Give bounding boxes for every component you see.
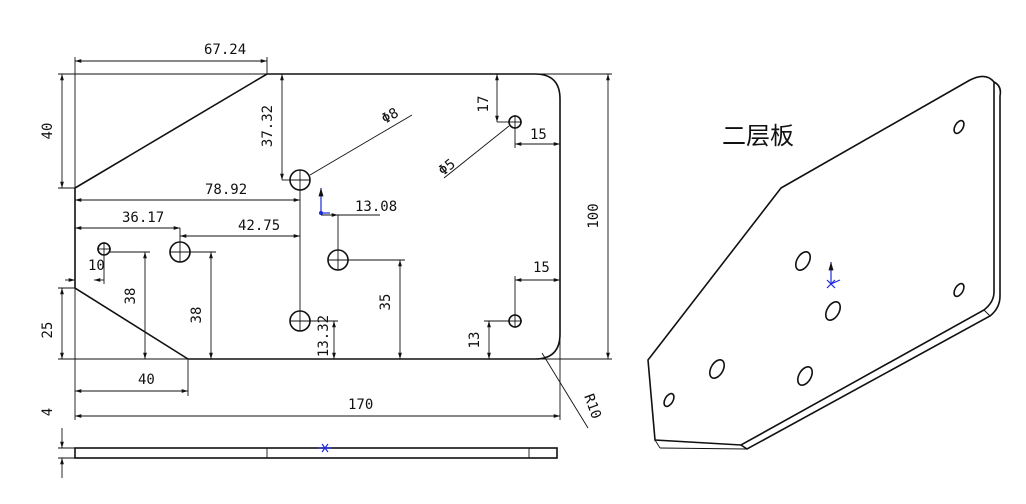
dim-17: 17 [476, 96, 492, 113]
dim-42-75: 42.75 [238, 218, 280, 234]
dim-37-32: 37.32 [260, 105, 276, 147]
hole-d5-bottom-right [508, 314, 522, 328]
dim-dia-8: Φ8 [379, 105, 402, 127]
origin-axis-icon [318, 188, 330, 215]
dim-15-top: 15 [530, 127, 547, 143]
isometric-view: 二层板 [647, 75, 1002, 450]
dim-38-a: 38 [123, 288, 139, 305]
dim-13-08: 13.08 [355, 199, 397, 215]
dim-25: 25 [40, 322, 56, 339]
dim-13: 13 [467, 332, 483, 349]
hole-d5-top-right [508, 115, 522, 129]
dim-dia-5: Φ5 [436, 156, 459, 179]
dim-170: 170 [348, 397, 373, 413]
hole-d5-left [97, 242, 111, 256]
drawing-title: 二层板 [722, 122, 794, 150]
dim-35: 35 [378, 294, 394, 311]
dim-15-right: 15 [533, 260, 550, 276]
dim-38-b: 38 [189, 307, 205, 324]
side-axis-icon [318, 443, 332, 453]
dim-40-left: 40 [40, 123, 56, 140]
iso-axis-icon [826, 262, 841, 289]
dim-thickness-4: 4 [40, 408, 56, 416]
front-view: 67.24 40 37.32 Φ8 Φ5 17 15 78.92 36.17 [40, 42, 612, 429]
hole-d8-center [327, 249, 349, 271]
dim-67-24: 67.24 [204, 42, 246, 58]
hole-d8-bottom [289, 310, 311, 332]
hole-d8-left [169, 241, 191, 263]
dim-100: 100 [586, 203, 602, 228]
dim-78-92: 78.92 [205, 182, 247, 198]
iso-top-face [647, 75, 995, 446]
dim-r10: R10 [580, 392, 604, 421]
dim-13-32: 13.32 [316, 315, 332, 357]
dim-36-17: 36.17 [122, 210, 164, 226]
dim-40-bottom: 40 [138, 372, 155, 388]
dim-10: 10 [88, 258, 105, 274]
hole-d8-top [289, 169, 311, 191]
side-view: 4 [40, 408, 558, 478]
